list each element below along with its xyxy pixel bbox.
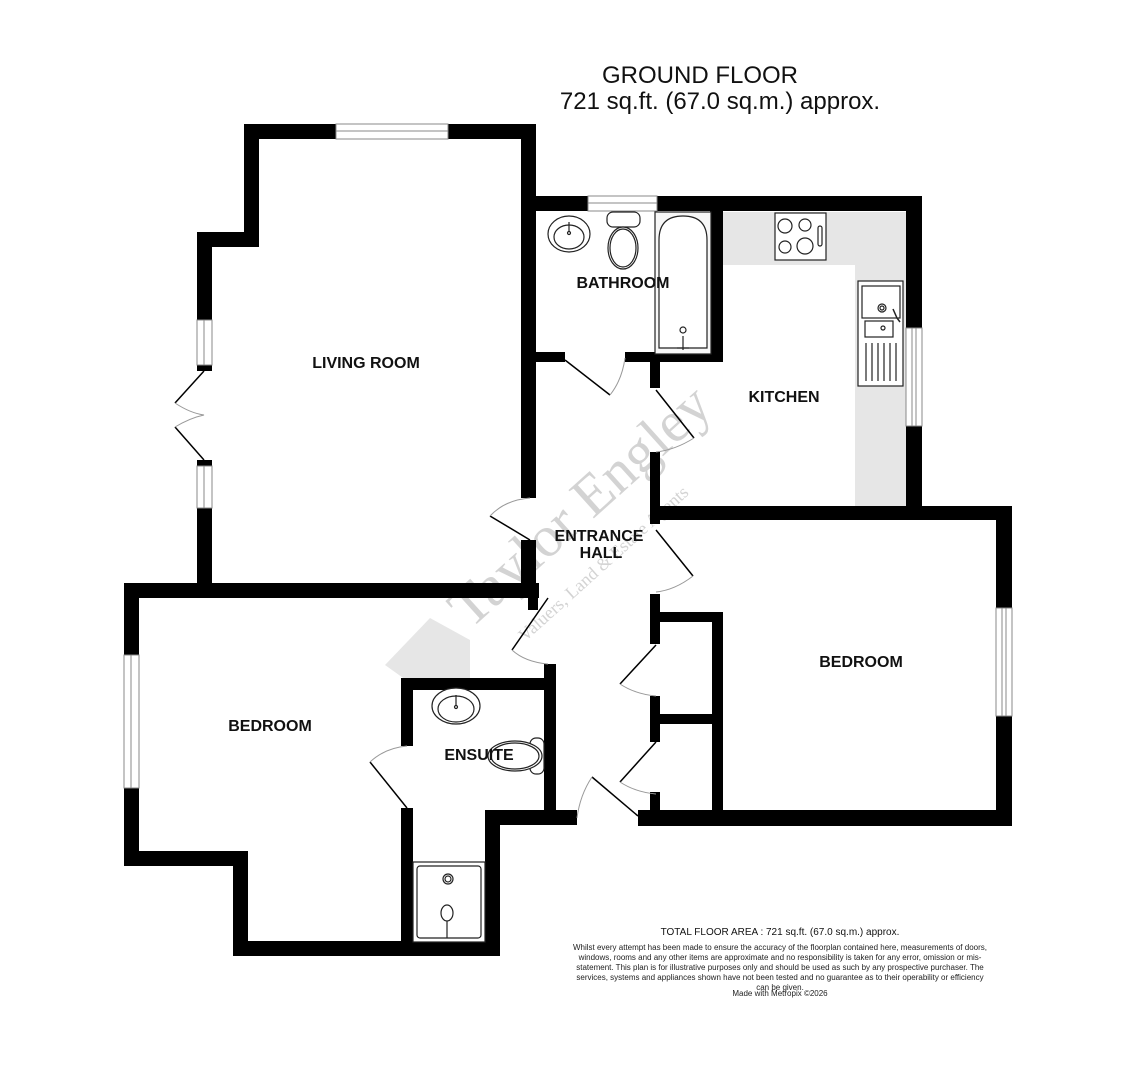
door-cupboard-1 — [619, 644, 657, 697]
label-bathroom: BATHROOM — [576, 275, 669, 292]
hob-icon — [774, 212, 827, 261]
door-cupboard-2 — [619, 741, 657, 795]
door-bathroom — [564, 357, 626, 396]
disclaimer-text: Whilst every attempt has been made to en… — [572, 943, 987, 992]
window-living-top — [335, 123, 449, 140]
door-ensuite — [369, 745, 408, 809]
door-living-french — [174, 370, 205, 461]
room-labels: LIVING ROOM BATHROOM KITCHEN ENTRANCE HA… — [228, 275, 903, 764]
total-floor-area: TOTAL FLOOR AREA : 721 sq.ft. (67.0 sq.m… — [660, 927, 900, 938]
toilet-ensuite-icon — [487, 737, 545, 775]
door-bedroom-right — [655, 529, 694, 593]
toilet-bathroom-icon — [606, 211, 641, 270]
label-kitchen: KITCHEN — [748, 389, 819, 406]
window-living-left-lower — [196, 465, 213, 509]
door-living-hall — [489, 497, 531, 541]
label-ensuite: ENSUITE — [444, 747, 514, 764]
window-bedroom-left — [123, 654, 140, 789]
basin-ensuite-icon — [431, 687, 481, 725]
label-entrance-hall-line1: ENTRANCE — [555, 528, 644, 545]
made-with-credit: Made with Metropix ©2026 — [732, 989, 828, 998]
window-kitchen — [905, 327, 923, 427]
label-bedroom-left: BEDROOM — [228, 718, 312, 735]
window-living-left-upper — [196, 319, 213, 366]
walls — [124, 124, 1012, 956]
fixtures — [412, 211, 904, 943]
label-living-room: LIVING ROOM — [312, 355, 420, 372]
bathtub-icon — [654, 211, 712, 355]
floor-title: GROUND FLOOR — [601, 62, 798, 89]
windows — [123, 123, 1013, 789]
door-kitchen — [655, 389, 695, 453]
floor-area-caption: 721 sq.ft. (67.0 sq.m.) approx. — [559, 88, 881, 115]
basin-bathroom-icon — [547, 215, 591, 253]
label-entrance-hall-line2: HALL — [580, 545, 623, 562]
door-entrance — [576, 776, 639, 819]
window-bathroom — [587, 195, 658, 212]
doors — [174, 357, 695, 819]
watermark-logo-icon — [385, 618, 470, 690]
window-bedroom-right — [995, 607, 1013, 717]
shower-icon — [412, 861, 486, 943]
label-bedroom-right: BEDROOM — [819, 654, 903, 671]
sink-kitchen-icon — [857, 280, 904, 387]
door-bedroom-left — [511, 597, 549, 665]
